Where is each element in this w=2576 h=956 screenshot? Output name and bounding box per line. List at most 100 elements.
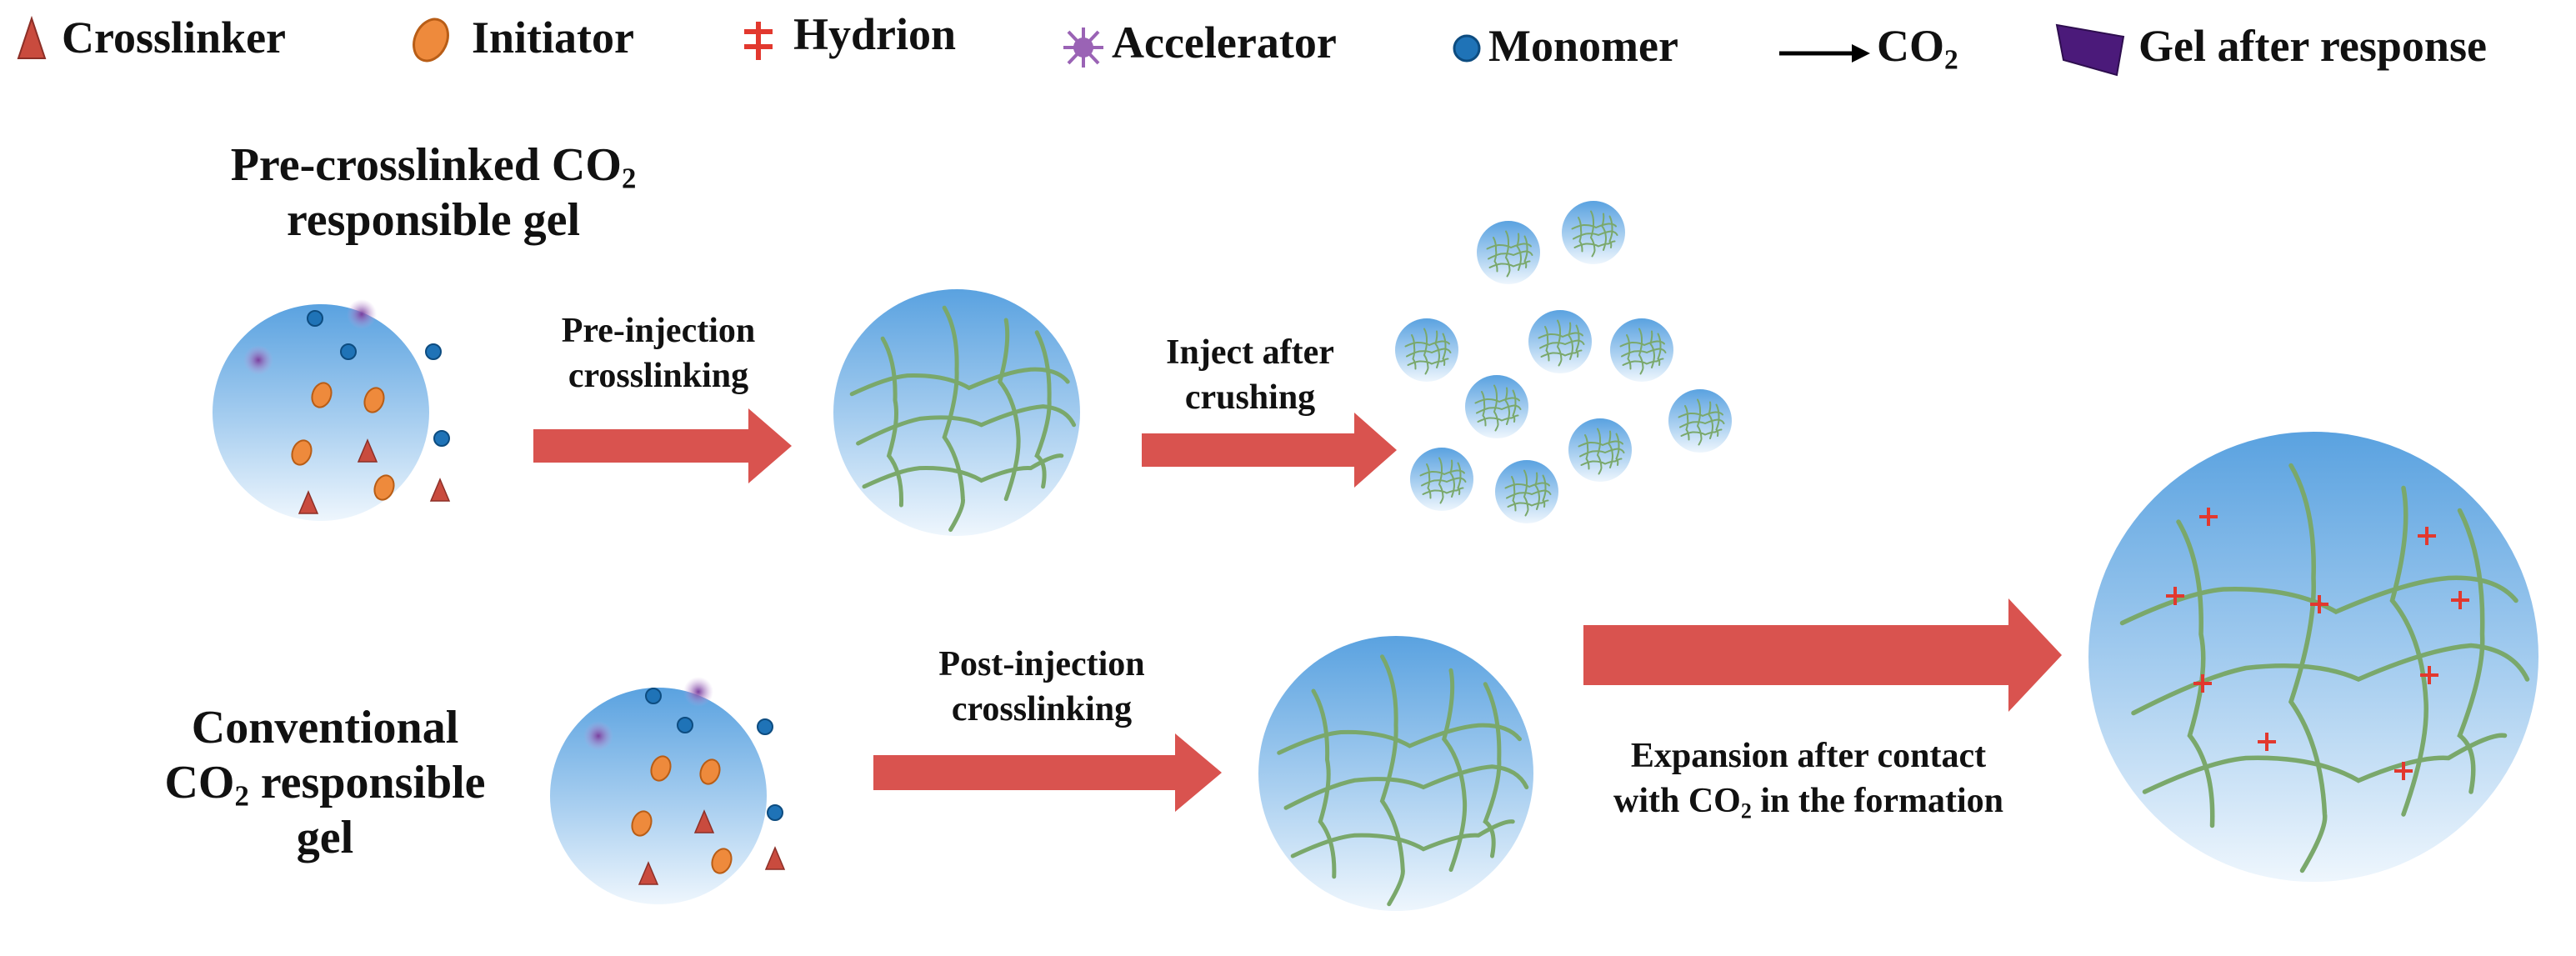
conventional-gel-fibers <box>1277 654 1529 907</box>
monomer-icon <box>425 343 442 360</box>
crushed-gel-particle-fibers <box>1571 210 1618 258</box>
gel-fiber <box>1608 215 1613 248</box>
gel-fiber <box>1649 330 1656 368</box>
crushed-gel-particle-fibers <box>1486 230 1533 278</box>
pre-crosslinked-gel-fibers <box>849 305 1077 533</box>
crushed-gel-particle-fibers <box>1404 328 1452 375</box>
gel-fiber <box>1715 403 1720 437</box>
gel-fiber <box>2131 643 2530 716</box>
hydrion-icon <box>2199 508 2218 526</box>
gel-fiber <box>1708 401 1714 439</box>
crushed-gel-particle-fibers <box>1578 428 1625 475</box>
gel-fiber <box>2389 485 2428 817</box>
legend-gel-after-response-label: Gel after response <box>2138 21 2487 71</box>
hydrion-icon <box>2394 762 2413 780</box>
gel-fiber <box>998 318 1021 502</box>
gel-fiber <box>1441 668 1468 872</box>
gel-fiber <box>1506 489 1552 499</box>
expanded-gel-sphere <box>2088 432 2538 882</box>
pre-crosslinked-gel-title: Pre-crosslinked CO2 responsible gel <box>167 138 700 248</box>
legend-crosslinker-label: Crosslinker <box>62 13 287 63</box>
gel-fiber <box>2142 733 2508 794</box>
legend-monomer-label: Monomer <box>1488 21 1678 71</box>
crushed-gel-particle <box>1610 318 1673 382</box>
conventional-gel-sphere-body <box>1258 636 1533 911</box>
accelerator-icon <box>1063 28 1103 68</box>
crushed-gel-particle-fibers <box>1538 319 1585 367</box>
gel-fiber <box>1421 477 1467 487</box>
crushed-gel-particle-fibers <box>1619 328 1667 375</box>
crosslinker-icon <box>638 861 659 885</box>
gel-fiber <box>2176 519 2215 828</box>
legend <box>17 15 2125 77</box>
initiator-icon <box>413 18 449 63</box>
gel-fiber <box>1476 404 1522 414</box>
gel-fiber <box>1657 333 1662 366</box>
monomer-icon <box>767 804 783 821</box>
crushed-gel-particle <box>1668 389 1732 453</box>
gel-fiber <box>1539 339 1585 349</box>
crosslinker-icon <box>298 490 319 514</box>
pre-injection-arrow <box>533 408 792 483</box>
gel-fiber <box>1488 250 1533 260</box>
pre-crosslinked-gel-title-line1: Pre-crosslinked CO2 <box>230 139 637 195</box>
gel-fiber <box>1434 330 1441 368</box>
crushed-gel-particle-fibers <box>1419 457 1467 504</box>
crushed-gel-particle <box>1477 221 1540 284</box>
legend-accelerator-label: Accelerator <box>1112 18 1337 68</box>
hydrion-icon <box>2418 527 2436 545</box>
monomer-icon <box>645 688 662 704</box>
gel-fiber <box>1516 233 1523 271</box>
inject-after-crushing-label: Inject after crushing <box>1166 333 1334 417</box>
hydrion-icon <box>2193 674 2212 693</box>
crushed-gel-particle-fibers <box>1678 398 1725 446</box>
crushed-gel-particle <box>1495 460 1558 523</box>
crushed-gel-particle <box>1465 375 1528 438</box>
initiator-icon <box>373 474 395 501</box>
crushed-gel-particle-fibers <box>1474 384 1522 432</box>
conventional-gel-title: Conventional CO2 responsible gel <box>164 702 486 863</box>
accelerator-icon <box>583 721 613 751</box>
accelerator-icon <box>683 677 713 707</box>
crushed-gel-particle <box>1528 310 1592 373</box>
hydrion-icon <box>2258 733 2276 751</box>
crushed-gel-particle <box>1568 418 1632 482</box>
gel-fiber <box>1379 654 1405 907</box>
crosslinker-icon <box>429 478 451 502</box>
pre-crosslinked-monomer-sphere-body <box>213 304 429 521</box>
crushed-gel-particle-fibers <box>1504 469 1552 517</box>
post-injection-crosslinking-label: Post-injection crosslinking <box>938 645 1145 728</box>
gel-fiber <box>2457 508 2485 794</box>
initiator-icon <box>650 755 672 782</box>
gel-fiber <box>2288 463 2328 873</box>
gel-fiber <box>1573 230 1618 240</box>
crushed-gel-particle <box>1395 318 1458 382</box>
gel-fiber <box>856 404 1077 446</box>
gel-fiber <box>1523 469 1529 517</box>
crushed-gel-particle <box>1410 448 1473 511</box>
co2-arrow-icon <box>1779 44 1870 63</box>
pre-crosslinked-gel-sphere <box>833 289 1080 536</box>
gel-fiber <box>1523 235 1528 268</box>
gel-fiber <box>1608 430 1614 468</box>
gel-fiber <box>942 305 965 533</box>
gel-fiber <box>1034 330 1052 489</box>
crosslinker-icon <box>764 846 786 870</box>
conventional-gel-sphere <box>1258 636 1533 911</box>
gel-fiber <box>1615 433 1620 466</box>
initiator-icon <box>363 387 385 413</box>
expanded-gel-fibers <box>2119 463 2530 873</box>
gel-fiber <box>1579 448 1625 458</box>
accelerator-icon <box>347 299 377 329</box>
gel-fiber <box>1449 459 1456 498</box>
hydrion-icon <box>744 22 773 60</box>
crosslinker-icon <box>17 15 47 59</box>
accelerator-icon <box>243 345 273 375</box>
post-injection-arrow <box>873 733 1222 812</box>
gel-fiber <box>1438 457 1444 504</box>
crosslinker-icon <box>693 809 715 833</box>
gel-fiber <box>1493 384 1499 432</box>
pre-crosslinked-gel-title-line2: responsible gel <box>286 194 581 246</box>
monomer-icon <box>433 430 450 447</box>
